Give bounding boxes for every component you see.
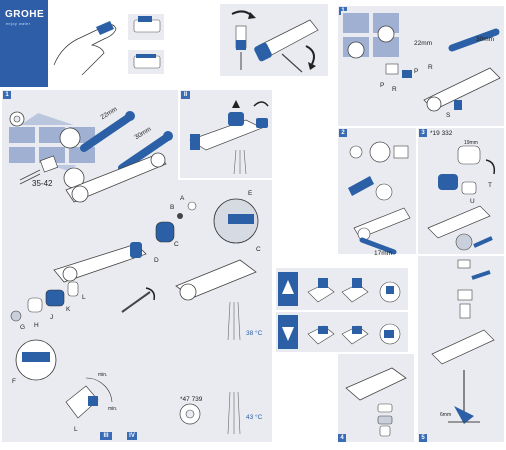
right-wrench-17mm-icon <box>359 237 397 255</box>
mixer-handle-II <box>189 100 269 175</box>
part-label-R: R <box>428 64 433 71</box>
part-label-A: A <box>180 195 185 202</box>
sticker-tab-icon <box>133 16 161 69</box>
step-badge-4: 4 <box>338 434 346 442</box>
mixer-C-tap <box>175 259 257 341</box>
range-label: 35-42 <box>32 179 53 188</box>
right-eccentric-fittings <box>347 25 412 78</box>
step-badge-5: 5 <box>419 434 427 442</box>
cartridge-47739 <box>179 403 201 425</box>
step-badge-III: III <box>100 432 112 440</box>
right-step-3-parts <box>427 145 496 239</box>
mixer-assembly-main <box>53 242 147 283</box>
step-4-panel <box>338 354 414 442</box>
right-wrench-icons <box>448 28 500 52</box>
part-label-S: S <box>446 112 451 119</box>
part-label-T: T <box>488 182 492 189</box>
mixer-body-I <box>65 152 167 203</box>
arrow-up-icon <box>278 272 298 306</box>
right-step-2-parts <box>348 141 411 241</box>
part-47739-label: *47 739 <box>180 396 203 403</box>
right-wrench-22-label: 22mm <box>414 40 433 47</box>
part-label-P2: P <box>380 82 385 89</box>
step-badge-2: 2 <box>339 129 347 137</box>
right-wrench-30-label: 30mm <box>476 36 495 43</box>
part-label-B: B <box>170 204 175 211</box>
step-badge-II: II <box>181 91 190 99</box>
part-label-E: E <box>248 190 253 197</box>
part-label-G: G <box>20 324 26 331</box>
wrench-17-label: 17mm <box>374 250 393 257</box>
hand-sticker-illustration <box>53 21 117 76</box>
part-label-C-right: C <box>256 246 261 253</box>
wrench-19-label: 19mm <box>464 140 478 146</box>
part-label-P: P <box>414 68 419 75</box>
wrench-30mm-icon <box>118 131 173 172</box>
step-badge-IV: IV <box>127 432 137 440</box>
temp-43-label: 43 °C <box>246 414 263 421</box>
right-step-5-assembly <box>431 233 495 424</box>
adjust-steps-icons <box>307 278 401 345</box>
step-badge-3: 3 <box>419 129 427 137</box>
tape-roll-icon <box>9 111 25 127</box>
part-label-R2: R <box>392 86 397 93</box>
step-badge-1-left: 1 <box>3 91 11 99</box>
angle-gauge <box>65 377 113 419</box>
step-4-mixer <box>345 367 407 437</box>
parts-ghjkl <box>10 281 79 322</box>
allen-6mm-label: 6mm <box>440 412 452 418</box>
eccentric-fittings <box>19 127 85 189</box>
wrench-22mm-icon <box>80 111 135 152</box>
part-label-D: D <box>154 257 159 264</box>
brand-tagline: enjoy water <box>6 22 31 26</box>
part-label-F: F <box>12 378 16 385</box>
zoom-detail-F <box>15 339 57 381</box>
temp-38-label: 38 °C <box>246 330 263 337</box>
part-label-K: K <box>66 306 71 313</box>
part-label-L: L <box>82 294 86 301</box>
right-mixer-body <box>423 67 501 112</box>
water-stream-icon <box>227 391 241 435</box>
screw-drill-icon <box>121 287 156 313</box>
part-label-H: H <box>34 322 39 329</box>
brand-name: GROHE <box>5 9 45 20</box>
handle-rotation-illustration <box>231 10 319 73</box>
part-label-J: J <box>50 314 54 321</box>
part-label-L-bottom: L <box>74 426 78 433</box>
part-label-C: C <box>174 241 179 248</box>
arrow-down-icon <box>278 315 298 349</box>
parts-abc <box>155 201 197 243</box>
part-19332-label: *19 332 <box>430 130 453 137</box>
min-label-top: min. <box>98 372 108 378</box>
min-label-bottom: min. <box>108 406 118 412</box>
grohe-logo: GROHE enjoy water <box>0 0 48 87</box>
part-label-U: U <box>470 198 475 205</box>
zoom-detail-E <box>213 198 259 244</box>
